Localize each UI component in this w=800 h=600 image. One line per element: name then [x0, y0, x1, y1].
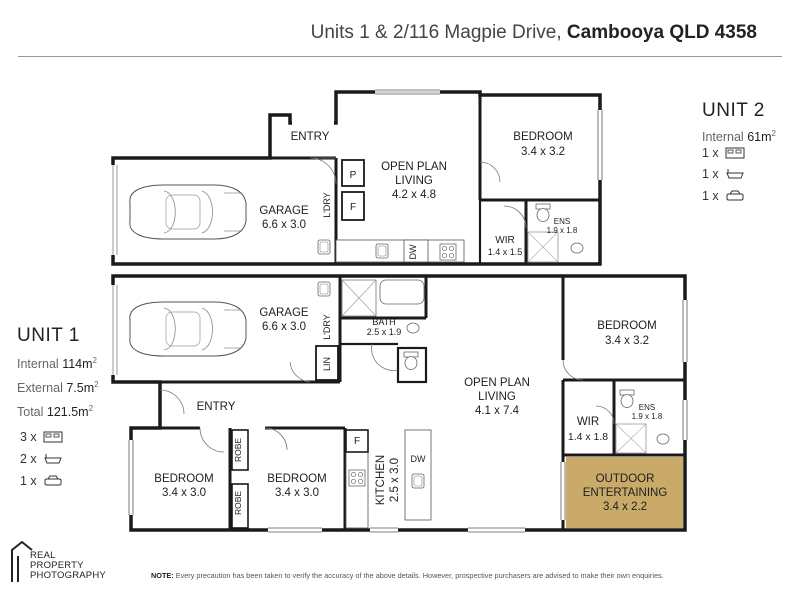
- unit1-internal-sup: 2: [92, 356, 97, 365]
- u1-bed1-dim: 3.4 x 3.0: [162, 487, 206, 499]
- u1-bed2-name: BEDROOM: [267, 473, 326, 485]
- u2-ens-name: ENS: [554, 217, 570, 226]
- unit1-internal-label: Internal: [17, 357, 59, 372]
- note-text: Every precaution has been taken to verif…: [175, 571, 664, 580]
- unit1-plan: [111, 274, 688, 533]
- u2-living-name1: OPEN PLAN: [381, 161, 447, 173]
- unit2-bath-count: 1 x: [702, 166, 745, 182]
- u1-fridge-label: F: [354, 436, 360, 447]
- unit1-bath-count: 2 x: [20, 451, 63, 467]
- unit1-total: Total 121.5m2: [17, 404, 93, 419]
- u1-robe1-label: ROBE: [233, 438, 243, 462]
- u1-bath-dim: 2.5 x 1.9: [367, 327, 402, 337]
- u1-ens-name: ENS: [639, 403, 655, 412]
- unit1-total-sup: 2: [88, 404, 94, 413]
- unit1-internal: Internal 114m2: [17, 356, 97, 371]
- u1-living-name2: LIVING: [478, 391, 516, 403]
- unit2-bath-count-text: 1 x: [702, 167, 719, 181]
- u1-wir-name: WIR: [577, 416, 599, 428]
- u2-ens-dim: 1.9 x 1.8: [547, 226, 578, 235]
- bath-icon: [725, 169, 744, 179]
- unit2-bed-count-text: 1 x: [702, 146, 719, 160]
- unit2-plan: [111, 89, 603, 266]
- disclaimer-note: NOTE: Every precaution has been taken to…: [151, 571, 664, 580]
- unit1-total-label: Total: [17, 405, 44, 420]
- u1-garage-dim: 6.6 x 3.0: [262, 321, 306, 333]
- company-logo-text: REAL PROPERTY PHOTOGRAPHY: [30, 551, 106, 581]
- unit1-bed-count: 3 x: [20, 429, 63, 445]
- unit2-car-count: 1 x: [702, 188, 745, 204]
- u1-living-dim: 4.1 x 7.4: [475, 405, 520, 417]
- u2-wir-dim: 1.4 x 1.5: [488, 247, 523, 257]
- unit1-external-sup: 2: [94, 380, 99, 389]
- u1-bed1-name: BEDROOM: [154, 473, 213, 485]
- u2-bedroom-name: BEDROOM: [513, 131, 572, 143]
- unit1-total-value: 121.5m: [46, 405, 89, 420]
- unit1-bed-count-text: 3 x: [20, 430, 37, 444]
- u1-kitchen-dim: 2.5 x 3.0: [389, 458, 401, 502]
- unit2-internal-label: Internal: [702, 130, 744, 145]
- note-label: NOTE:: [151, 571, 174, 580]
- outdoor-entertaining-area: [566, 457, 683, 528]
- u1-outdoor-dim: 3.4 x 2.2: [603, 501, 647, 513]
- u2-living-dim: 4.2 x 4.8: [392, 189, 436, 201]
- unit1-title: UNIT 1: [17, 325, 80, 346]
- u1-ens-dim: 1.9 x 1.8: [632, 412, 663, 421]
- unit2-internal: Internal 61m2: [702, 129, 776, 144]
- unit2-title: UNIT 2: [702, 100, 765, 121]
- unit2-internal-value: 61m: [747, 130, 772, 145]
- header-divider: [18, 56, 782, 57]
- address-header: Units 1 & 2/116 Magpie Drive, Cambooya Q…: [0, 22, 757, 46]
- unit1-external: External 7.5m2: [17, 380, 99, 395]
- u1-wir-dim: 1.4 x 1.8: [568, 431, 608, 443]
- u1-kitchen-name: KITCHEN: [375, 455, 387, 505]
- u2-wir-name: WIR: [495, 235, 514, 246]
- u1-dw-label: DW: [411, 454, 426, 464]
- bed-icon: [725, 147, 745, 159]
- unit1-car-count-text: 1 x: [20, 474, 37, 488]
- u2-bedroom-dim: 3.4 x 3.2: [521, 146, 565, 158]
- address-line: Units 1 & 2/116 Magpie Drive,: [310, 22, 562, 43]
- u2-garage-name: GARAGE: [259, 205, 309, 217]
- u2-dw-label: DW: [408, 244, 418, 259]
- u1-robe2-label: ROBE: [233, 491, 243, 515]
- u2-ldry-label: L'DRY: [322, 192, 332, 218]
- u1-living-name1: OPEN PLAN: [464, 377, 530, 389]
- unit1-external-label: External: [17, 381, 63, 396]
- u1-bed2-dim: 3.4 x 3.0: [275, 487, 319, 499]
- u1-garage-name: GARAGE: [259, 307, 309, 319]
- u2-living-name2: LIVING: [395, 175, 433, 187]
- bed-icon: [43, 431, 63, 443]
- unit1-bath-count-text: 2 x: [20, 452, 37, 466]
- u2-entry-label: ENTRY: [291, 131, 330, 143]
- unit1-external-value: 7.5m: [66, 381, 95, 396]
- suburb-line: Cambooya QLD 4358: [566, 22, 757, 43]
- unit1-internal-value: 114m: [62, 357, 93, 372]
- bath-icon: [43, 454, 62, 464]
- car-icon: [726, 190, 744, 201]
- u1-lin-label: LIN: [322, 357, 332, 371]
- logo-line-1: REAL: [30, 550, 56, 561]
- u2-pantry-label: P: [350, 170, 357, 181]
- unit1-car-count: 1 x: [20, 473, 63, 489]
- u2-garage-dim: 6.6 x 3.0: [262, 219, 306, 231]
- u1-outdoor-name2: ENTERTAINING: [583, 487, 668, 499]
- u1-bath-name: BATH: [372, 317, 395, 327]
- u1-bedroom-name: BEDROOM: [597, 320, 656, 332]
- unit2-bed-count: 1 x: [702, 145, 745, 161]
- logo-line-3: PHOTOGRAPHY: [30, 570, 106, 581]
- u1-bedroom-dim: 3.4 x 3.2: [605, 335, 649, 347]
- u1-ldry-label: L'DRY: [322, 314, 332, 340]
- logo-line-2: PROPERTY: [30, 560, 84, 571]
- u1-outdoor-name1: OUTDOOR: [596, 473, 655, 485]
- company-logo-icon: [11, 540, 33, 582]
- u1-entry-label: ENTRY: [197, 401, 236, 413]
- u2-fridge-label: F: [350, 202, 356, 213]
- unit2-internal-sup: 2: [771, 129, 776, 138]
- car-icon: [44, 475, 62, 486]
- unit2-car-count-text: 1 x: [702, 189, 719, 203]
